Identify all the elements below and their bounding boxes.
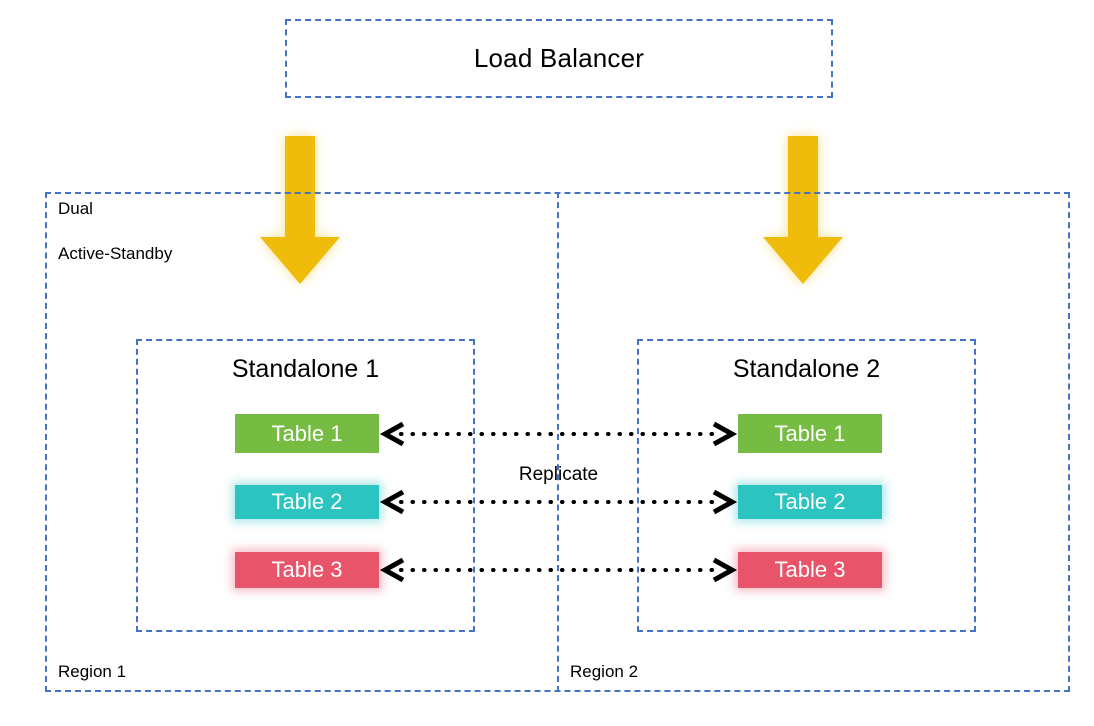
table-chip-label: Table 3 bbox=[271, 557, 343, 582]
mode-label-line1: Dual bbox=[58, 199, 93, 218]
standalone-1-box bbox=[136, 339, 475, 632]
region-1-label: Region 1 bbox=[58, 662, 127, 681]
traffic-arrow-down-left bbox=[260, 136, 340, 284]
table-chip-label: Table 1 bbox=[271, 420, 343, 446]
standalone-2-table-2[interactable]: Table 2 bbox=[738, 485, 882, 519]
table-chip-label: Table 1 bbox=[774, 420, 846, 446]
traffic-arrow-down-right bbox=[763, 136, 843, 284]
mode-label-line2: Active-Standby bbox=[58, 243, 173, 263]
standalone-2-box bbox=[637, 339, 976, 632]
replicate-label: Replicate bbox=[518, 464, 599, 485]
load-balancer-box: Load Balancer bbox=[285, 19, 833, 98]
mode-label: Dual Active-Standby bbox=[58, 198, 172, 265]
replication-arrow-table-3 bbox=[379, 558, 738, 582]
standalone-1-table-1[interactable]: Table 1 bbox=[235, 414, 379, 453]
standalone-1-table-2[interactable]: Table 2 bbox=[235, 485, 379, 519]
standalone-2-table-1[interactable]: Table 1 bbox=[738, 414, 882, 453]
standalone-2-table-3[interactable]: Table 3 bbox=[738, 552, 882, 588]
replication-arrow-table-2 bbox=[379, 490, 738, 514]
region-divider bbox=[557, 192, 559, 692]
load-balancer-label: Load Balancer bbox=[473, 43, 645, 73]
standalone-1-table-3[interactable]: Table 3 bbox=[235, 552, 379, 588]
table-chip-label: Table 3 bbox=[774, 557, 846, 582]
replication-arrow-table-1 bbox=[379, 422, 738, 446]
region-2-label: Region 2 bbox=[570, 662, 639, 681]
table-chip-label: Table 2 bbox=[271, 489, 343, 514]
standalone-1-title: Standalone 1 bbox=[231, 355, 380, 383]
table-chip-label: Table 2 bbox=[774, 489, 846, 514]
standalone-2-title: Standalone 2 bbox=[732, 355, 881, 383]
